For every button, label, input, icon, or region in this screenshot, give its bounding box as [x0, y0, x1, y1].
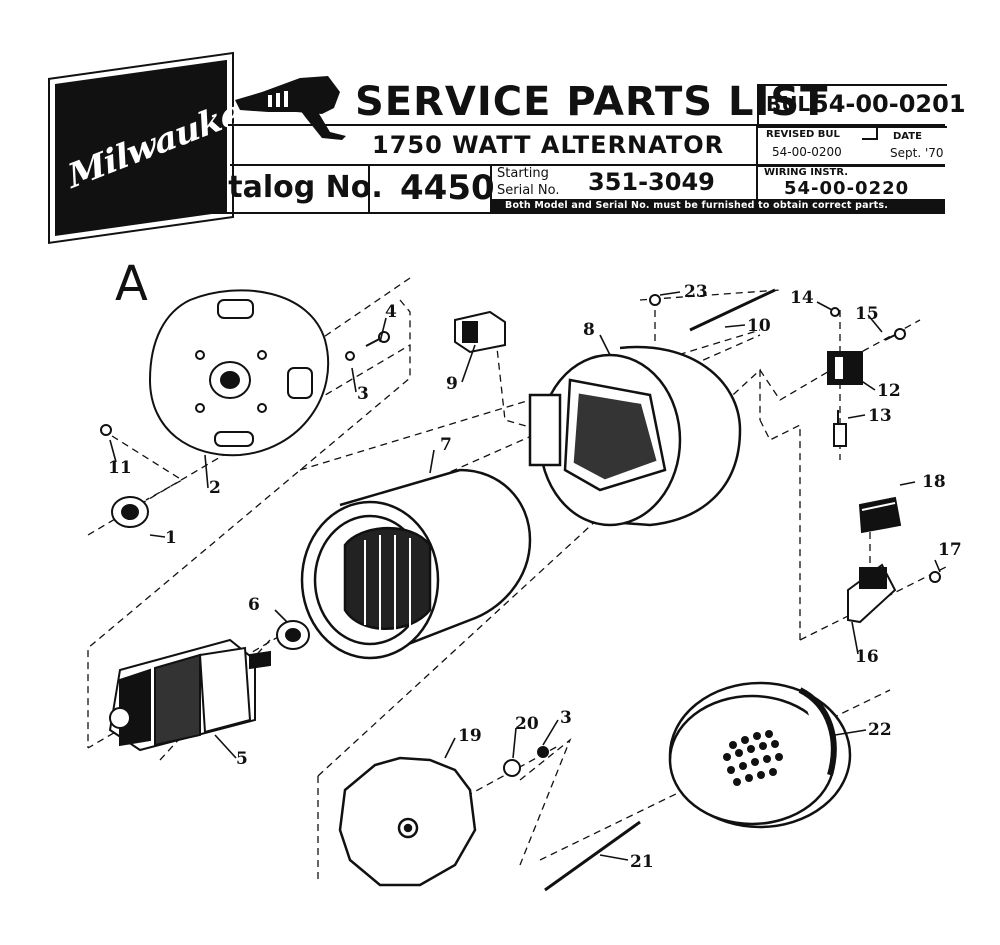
bulletin-number: 54-00-0201	[812, 90, 966, 118]
callout-5: 5	[236, 749, 248, 769]
callout-12: 12	[877, 381, 901, 401]
callout-4: 4	[385, 302, 397, 322]
callout-11: 11	[108, 458, 132, 478]
callout-3b: 3	[560, 708, 572, 728]
milwaukee-logo: Milwaukee	[48, 51, 265, 244]
serial-label-2: Serial No.	[497, 183, 560, 198]
wiring-label: WIRING INSTR.	[764, 167, 849, 178]
callout-16: 16	[855, 647, 879, 667]
callout-18: 18	[922, 472, 946, 492]
callout-23: 23	[684, 282, 708, 302]
callout-3: 3	[357, 384, 369, 404]
callout-19: 19	[458, 726, 482, 746]
callout-7: 7	[440, 435, 452, 455]
callout-20: 20	[515, 714, 539, 734]
callout-10: 10	[747, 316, 771, 336]
date-box-divider	[862, 126, 878, 140]
revised-value: 54-00-0200	[772, 145, 842, 159]
notice-bar	[492, 199, 945, 213]
callout-14: 14	[790, 288, 814, 308]
catalog-value: 4450	[400, 168, 495, 208]
bulletin-label: BUL.	[766, 92, 818, 116]
serial-value: 351-3049	[588, 168, 715, 196]
date-label: DATE	[893, 131, 922, 142]
callout-2: 2	[209, 478, 221, 498]
callout-21: 21	[630, 852, 654, 872]
bulletin-box	[757, 84, 947, 128]
revised-label: REVISED BUL	[766, 129, 840, 140]
callout-17: 17	[938, 540, 962, 560]
callout-15: 15	[855, 304, 879, 324]
page-title: SERVICE PARTS LIST	[355, 79, 829, 125]
callout-8: 8	[583, 320, 595, 340]
serial-label-1: Starting	[497, 166, 549, 181]
callout-13: 13	[868, 406, 892, 426]
date-value: Sept. '70	[890, 146, 944, 160]
product-name: 1750 WATT ALTERNATOR	[372, 131, 725, 159]
section-letter: A	[115, 256, 148, 312]
callout-9: 9	[446, 374, 458, 394]
notice-text: Both Model and Serial No. must be furnis…	[505, 200, 889, 211]
catalog-label: Catalog No.	[186, 170, 383, 205]
wiring-value: 54-00-0220	[784, 178, 910, 199]
callout-6: 6	[248, 595, 260, 615]
callout-22: 22	[868, 720, 892, 740]
callout-1: 1	[165, 528, 177, 548]
